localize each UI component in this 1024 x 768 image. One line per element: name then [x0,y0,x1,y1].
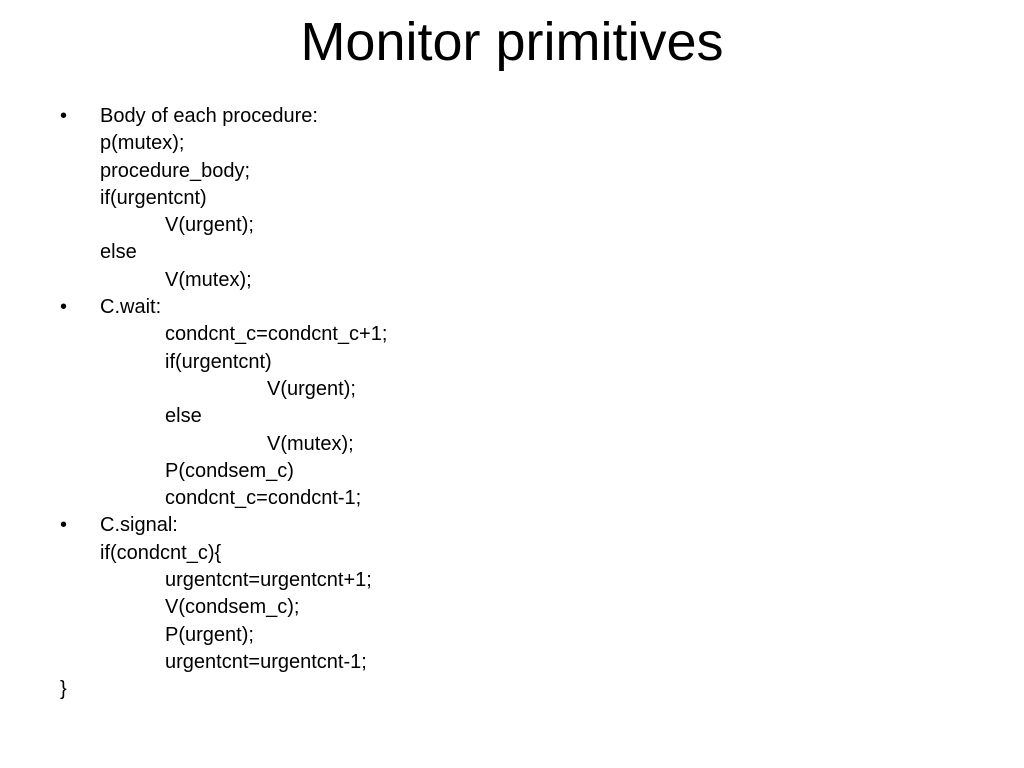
code-line: urgentcnt=urgentcnt-1; [0,649,1024,676]
slide-body: • Body of each procedure: p(mutex); proc… [0,103,1024,704]
line-text: else [100,241,137,264]
line-text: } [60,678,67,701]
line-text: if(urgentcnt) [100,186,207,209]
line-text: urgentcnt=urgentcnt-1; [165,650,367,673]
bullet-item-c-signal: • C.signal: [0,512,1024,539]
line-text: Body of each procedure: [100,105,318,127]
code-line: } [0,676,1024,703]
code-line: else [0,239,1024,266]
line-text: V(urgent); [267,377,356,400]
code-line: condcnt_c=condcnt_c+1; [0,321,1024,348]
code-line: else [0,403,1024,430]
line-text: V(mutex); [267,432,354,455]
line-text: V(urgent); [165,214,254,237]
code-line: procedure_body; [0,158,1024,185]
line-text: urgentcnt=urgentcnt+1; [165,569,372,592]
code-line: V(mutex); [0,267,1024,294]
line-text: procedure_body; [100,159,251,182]
bullet-marker: • [60,514,68,537]
code-line: if(condcnt_c){ [0,540,1024,567]
code-line: V(urgent); [0,376,1024,403]
code-line: if(urgentcnt) [0,349,1024,376]
line-text: condcnt_c=condcnt-1; [165,487,362,510]
code-line: condcnt_c=condcnt-1; [0,485,1024,512]
line-text: P(urgent); [165,623,254,646]
bullet-item-procedure-body: • Body of each procedure: [0,103,1024,130]
code-line: P(condsem_c) [0,458,1024,485]
line-text: P(condsem_c) [165,459,294,482]
code-line: p(mutex); [0,130,1024,157]
line-text: condcnt_c=condcnt_c+1; [165,323,388,346]
bullet-marker: • [60,296,68,319]
code-line: P(urgent); [0,622,1024,649]
code-line: V(urgent); [0,212,1024,239]
line-text: p(mutex); [100,132,185,155]
slide-title: Monitor primitives [300,12,724,72]
code-line: V(condsem_c); [0,594,1024,621]
line-text: C.signal: [100,514,178,537]
code-line: urgentcnt=urgentcnt+1; [0,567,1024,594]
bullet-marker: • [60,105,68,127]
line-text: if(condcnt_c){ [100,541,222,564]
line-text: C.wait: [100,296,162,319]
line-text: V(condsem_c); [165,596,300,619]
line-text: if(urgentcnt) [165,350,272,373]
line-text: else [165,405,202,428]
bullet-item-c-wait: • C.wait: [0,294,1024,321]
line-text: V(mutex); [165,268,252,291]
code-line: V(mutex); [0,431,1024,458]
code-line: if(urgentcnt) [0,185,1024,212]
